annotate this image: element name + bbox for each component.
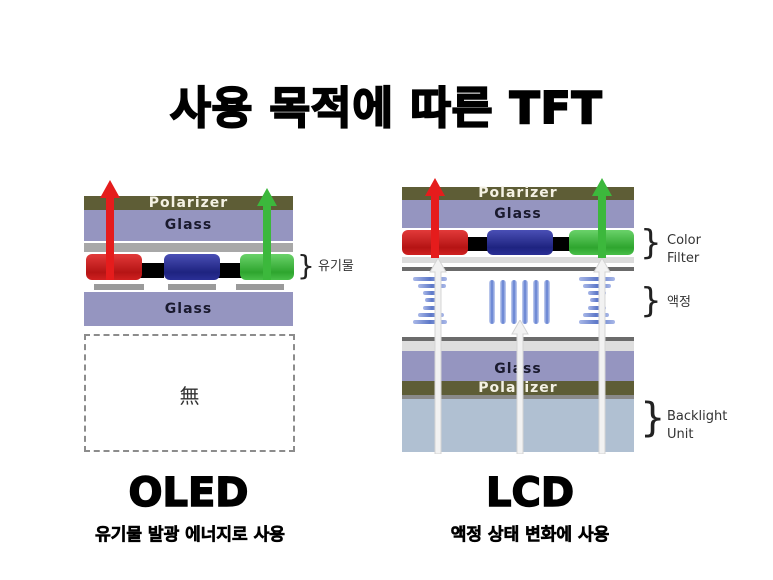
backlight-arrow-center-icon (511, 320, 529, 454)
oled-polarizer-layer: Polarizer (84, 196, 293, 210)
color-filter-label: Color Filter (667, 233, 701, 266)
page-title: 사용 목적에 따른 TFT (169, 82, 603, 135)
lcd-filter-base (402, 257, 634, 263)
backlight-arrow-right-icon (593, 258, 611, 454)
red-light-arrow-icon (100, 180, 120, 280)
lcd-black-matrix (466, 237, 488, 251)
oled-no-backlight-box (84, 334, 295, 452)
oled-divider (84, 243, 293, 252)
color-filter-brace-icon: } (640, 223, 662, 263)
oled-caption: 유기물 발광 에너지로 사용 (95, 525, 285, 546)
oled-electrode (94, 284, 144, 290)
lcd-title: LCD (485, 469, 575, 517)
lcd-blue-filter (487, 230, 553, 255)
lcd-caption: 액정 상태 변화에 사용 (450, 525, 610, 546)
lcd-glass-top-layer: Glass (402, 200, 634, 228)
lcd-lc-top-line (402, 267, 634, 271)
oled-black-matrix (140, 263, 164, 278)
lcd-green-light-arrow-icon (592, 178, 612, 258)
oled-electrode (236, 284, 284, 290)
liquid-crystal-brace-icon: } (640, 281, 662, 321)
backlight-unit-label: Backlight Unit (667, 409, 728, 442)
green-light-arrow-icon (257, 188, 277, 280)
oled-black-matrix (218, 263, 242, 278)
lcd-black-matrix (552, 237, 574, 251)
oled-glass-bottom-layer: Glass (84, 292, 293, 326)
lcd-polarizer-top-layer: Polarizer (402, 186, 634, 200)
oled-organic-label: 유기물 (318, 259, 354, 274)
liquid-crystal-label: 액정 (667, 295, 691, 310)
oled-blue-pixel (164, 254, 220, 280)
lcd-red-light-arrow-icon (425, 178, 445, 258)
oled-organic-brace-icon: } (297, 249, 315, 282)
backlight-arrow-left-icon (429, 258, 447, 454)
oled-no-backlight-label: 無 (179, 384, 200, 408)
oled-glass-top-layer: Glass (84, 210, 293, 241)
oled-electrode (168, 284, 216, 290)
backlight-brace-icon: } (640, 395, 666, 441)
oled-title: OLED (128, 469, 250, 517)
